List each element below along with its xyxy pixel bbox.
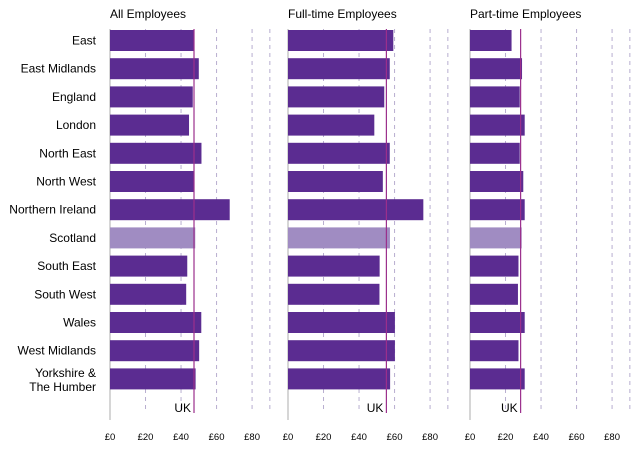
tick-label: £80 <box>604 432 620 443</box>
bar <box>470 171 524 192</box>
bar <box>470 199 525 221</box>
category-label: North West <box>36 175 96 189</box>
tick-label: £20 <box>498 432 514 443</box>
bar <box>470 255 519 277</box>
tick-label: £0 <box>465 432 476 443</box>
tick-label: £0 <box>283 432 294 443</box>
tick-label: £20 <box>316 432 332 443</box>
tick-label: £80 <box>422 432 438 443</box>
panel-title: All Employees <box>110 7 186 21</box>
bar <box>110 58 199 80</box>
bar <box>470 114 525 136</box>
bar <box>288 227 390 249</box>
category-label: East Midlands <box>21 62 96 76</box>
category-label: Northern Ireland <box>9 203 96 217</box>
bar <box>288 114 375 136</box>
category-label: South East <box>37 259 96 273</box>
bar <box>110 312 202 333</box>
uk-reference-label: UK <box>367 401 384 415</box>
tick-label: £60 <box>569 432 585 443</box>
category-label: England <box>52 90 96 104</box>
bar <box>110 86 193 108</box>
category-label: Yorkshire &The Humber <box>29 366 96 394</box>
category-label: Wales <box>63 316 96 330</box>
tick-label: £40 <box>351 432 367 443</box>
category-label: East <box>72 34 97 48</box>
uk-reference-label: UK <box>174 401 191 415</box>
bar <box>470 142 520 164</box>
bar <box>470 58 523 80</box>
bar <box>470 368 525 390</box>
bar <box>288 199 424 221</box>
bar <box>288 30 394 51</box>
bar <box>110 340 200 362</box>
bar <box>288 86 385 108</box>
bar <box>288 58 390 80</box>
bar <box>470 86 520 108</box>
bar <box>288 255 380 277</box>
bar <box>288 368 391 390</box>
bar <box>470 312 525 333</box>
bar <box>110 227 196 249</box>
tick-label: £60 <box>387 432 403 443</box>
bar <box>110 283 187 305</box>
category-label: London <box>56 118 96 132</box>
bar <box>470 30 512 51</box>
bar <box>288 171 383 192</box>
category-label: North East <box>39 146 96 160</box>
bar <box>470 227 522 249</box>
bar <box>288 340 395 362</box>
bar <box>288 312 395 333</box>
tick-label: £60 <box>209 432 225 443</box>
bar <box>110 171 194 192</box>
tick-label: £80 <box>244 432 260 443</box>
bar <box>288 142 390 164</box>
bar <box>288 283 380 305</box>
bar <box>110 255 188 277</box>
panel-title: Part-time Employees <box>470 7 581 21</box>
panel-title: Full-time Employees <box>288 7 397 21</box>
bar <box>470 283 518 305</box>
bar <box>110 142 202 164</box>
tick-label: £40 <box>533 432 549 443</box>
bar <box>470 340 519 362</box>
tick-label: £40 <box>173 432 189 443</box>
bar <box>110 199 230 221</box>
bar <box>110 114 190 136</box>
category-label: South West <box>34 287 96 301</box>
category-label: Scotland <box>49 231 96 245</box>
tick-label: £20 <box>138 432 154 443</box>
bar <box>110 30 195 51</box>
tick-label: £0 <box>105 432 116 443</box>
bar <box>110 368 196 390</box>
uk-reference-label: UK <box>501 401 518 415</box>
category-label: West Midlands <box>18 344 96 358</box>
